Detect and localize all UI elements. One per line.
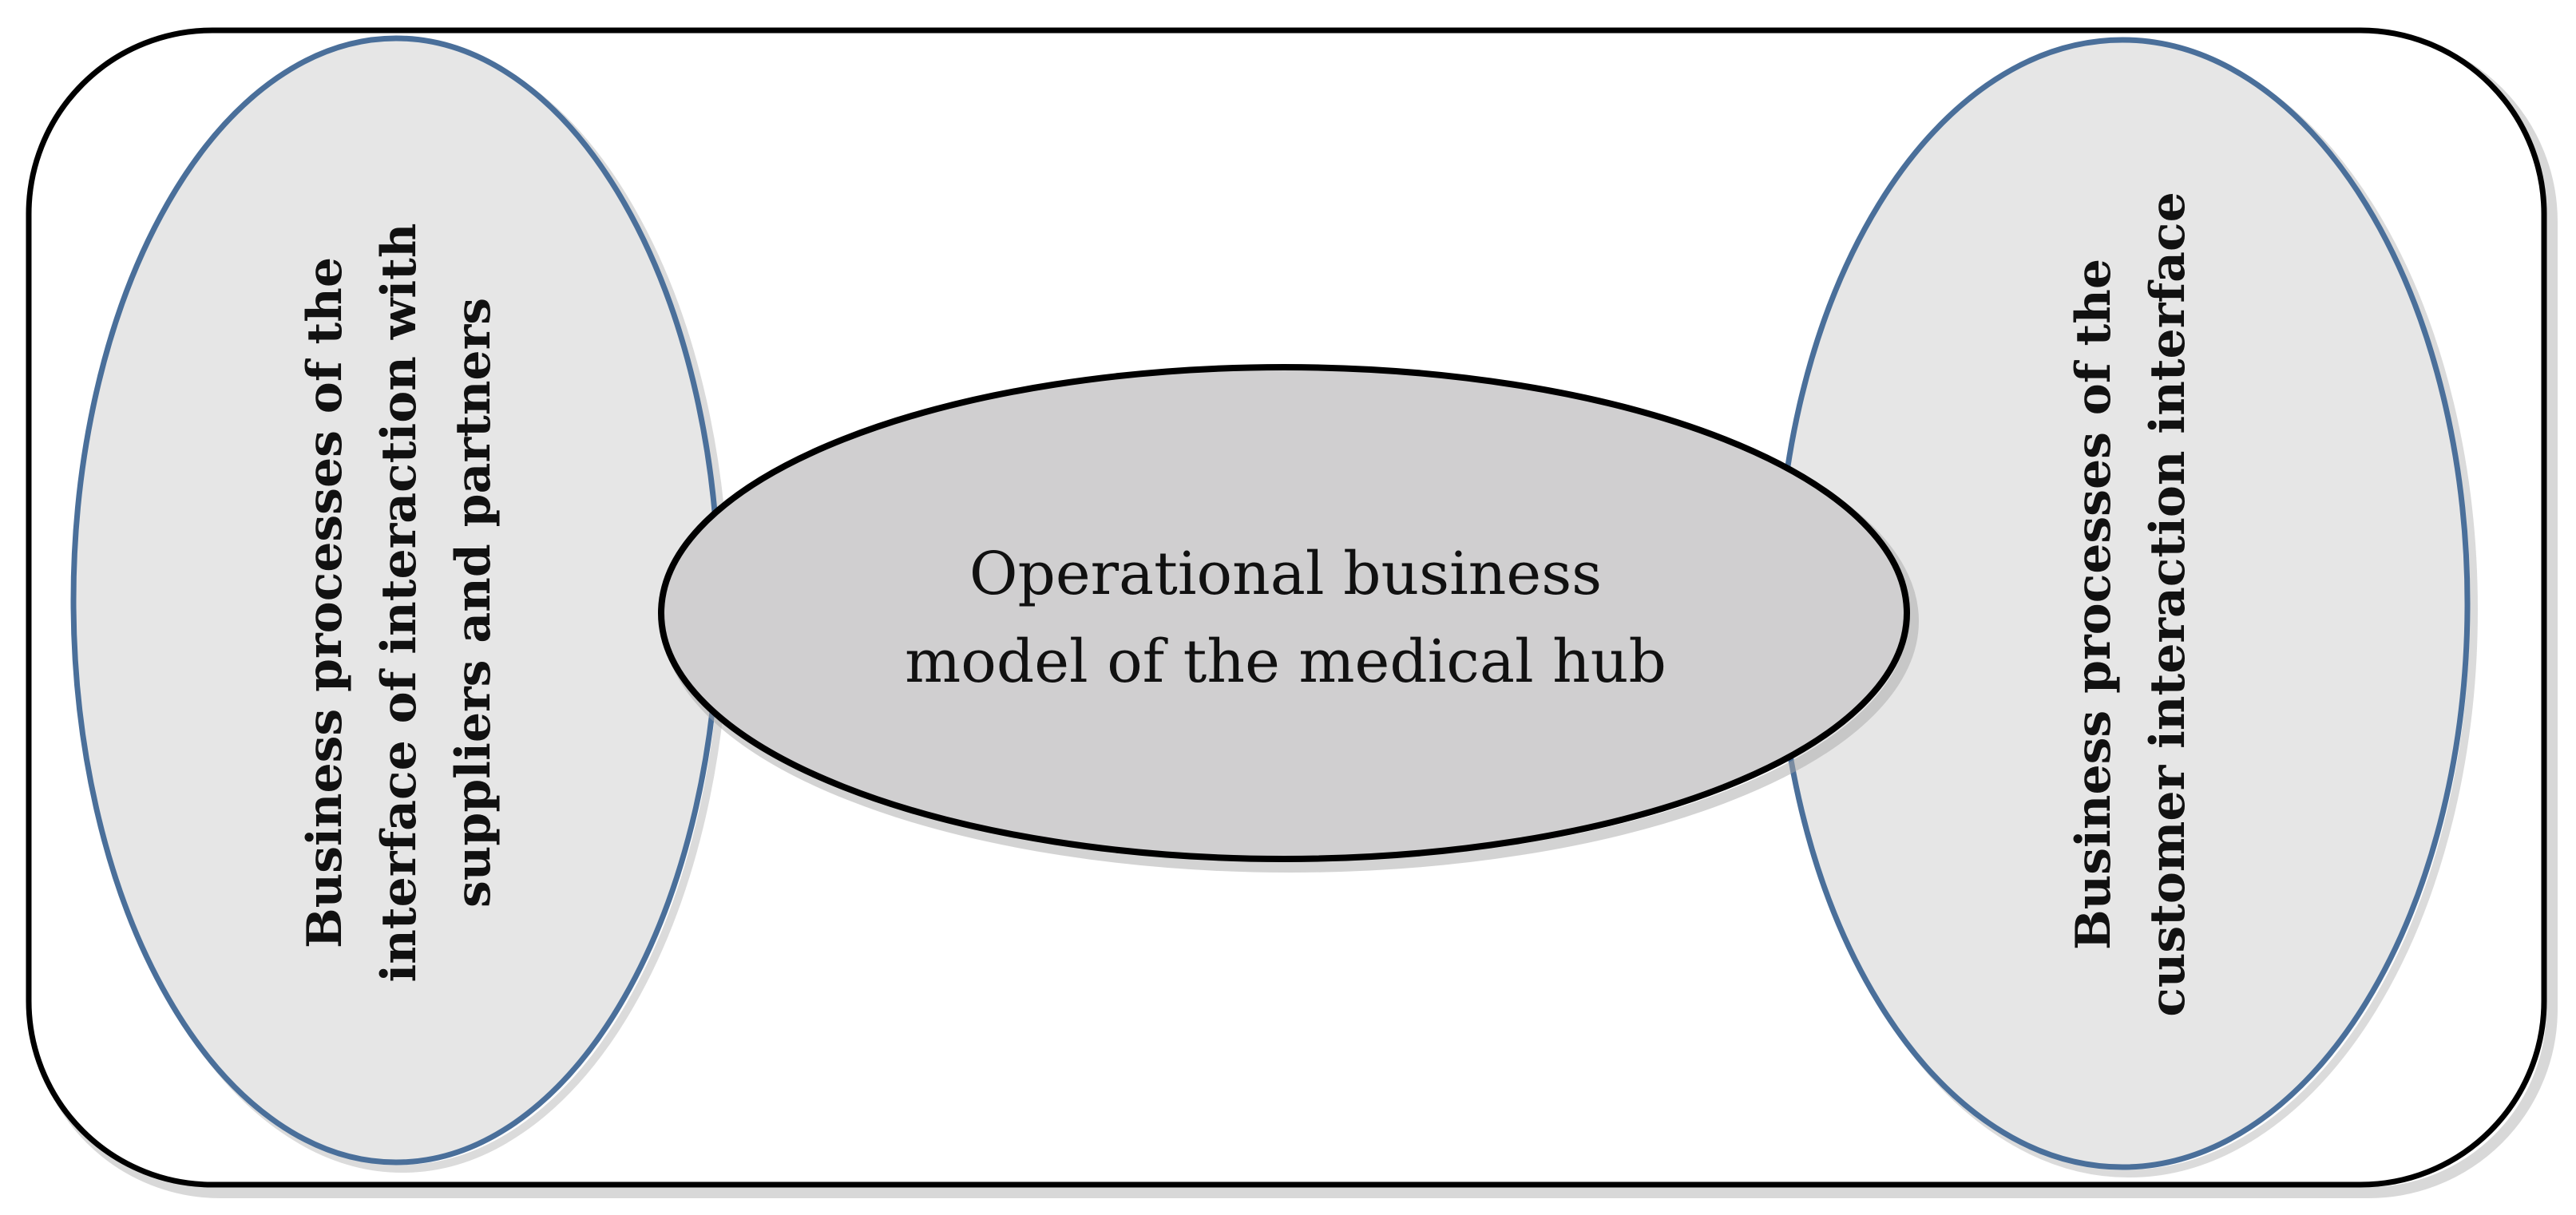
center-ellipse xyxy=(658,364,1910,862)
right-node-label: Business processes of the customer inter… xyxy=(2066,192,2196,1017)
center-node-label: Operational business model of the medica… xyxy=(905,540,1666,696)
left-node-label: Business processes of the interface of i… xyxy=(296,223,501,983)
